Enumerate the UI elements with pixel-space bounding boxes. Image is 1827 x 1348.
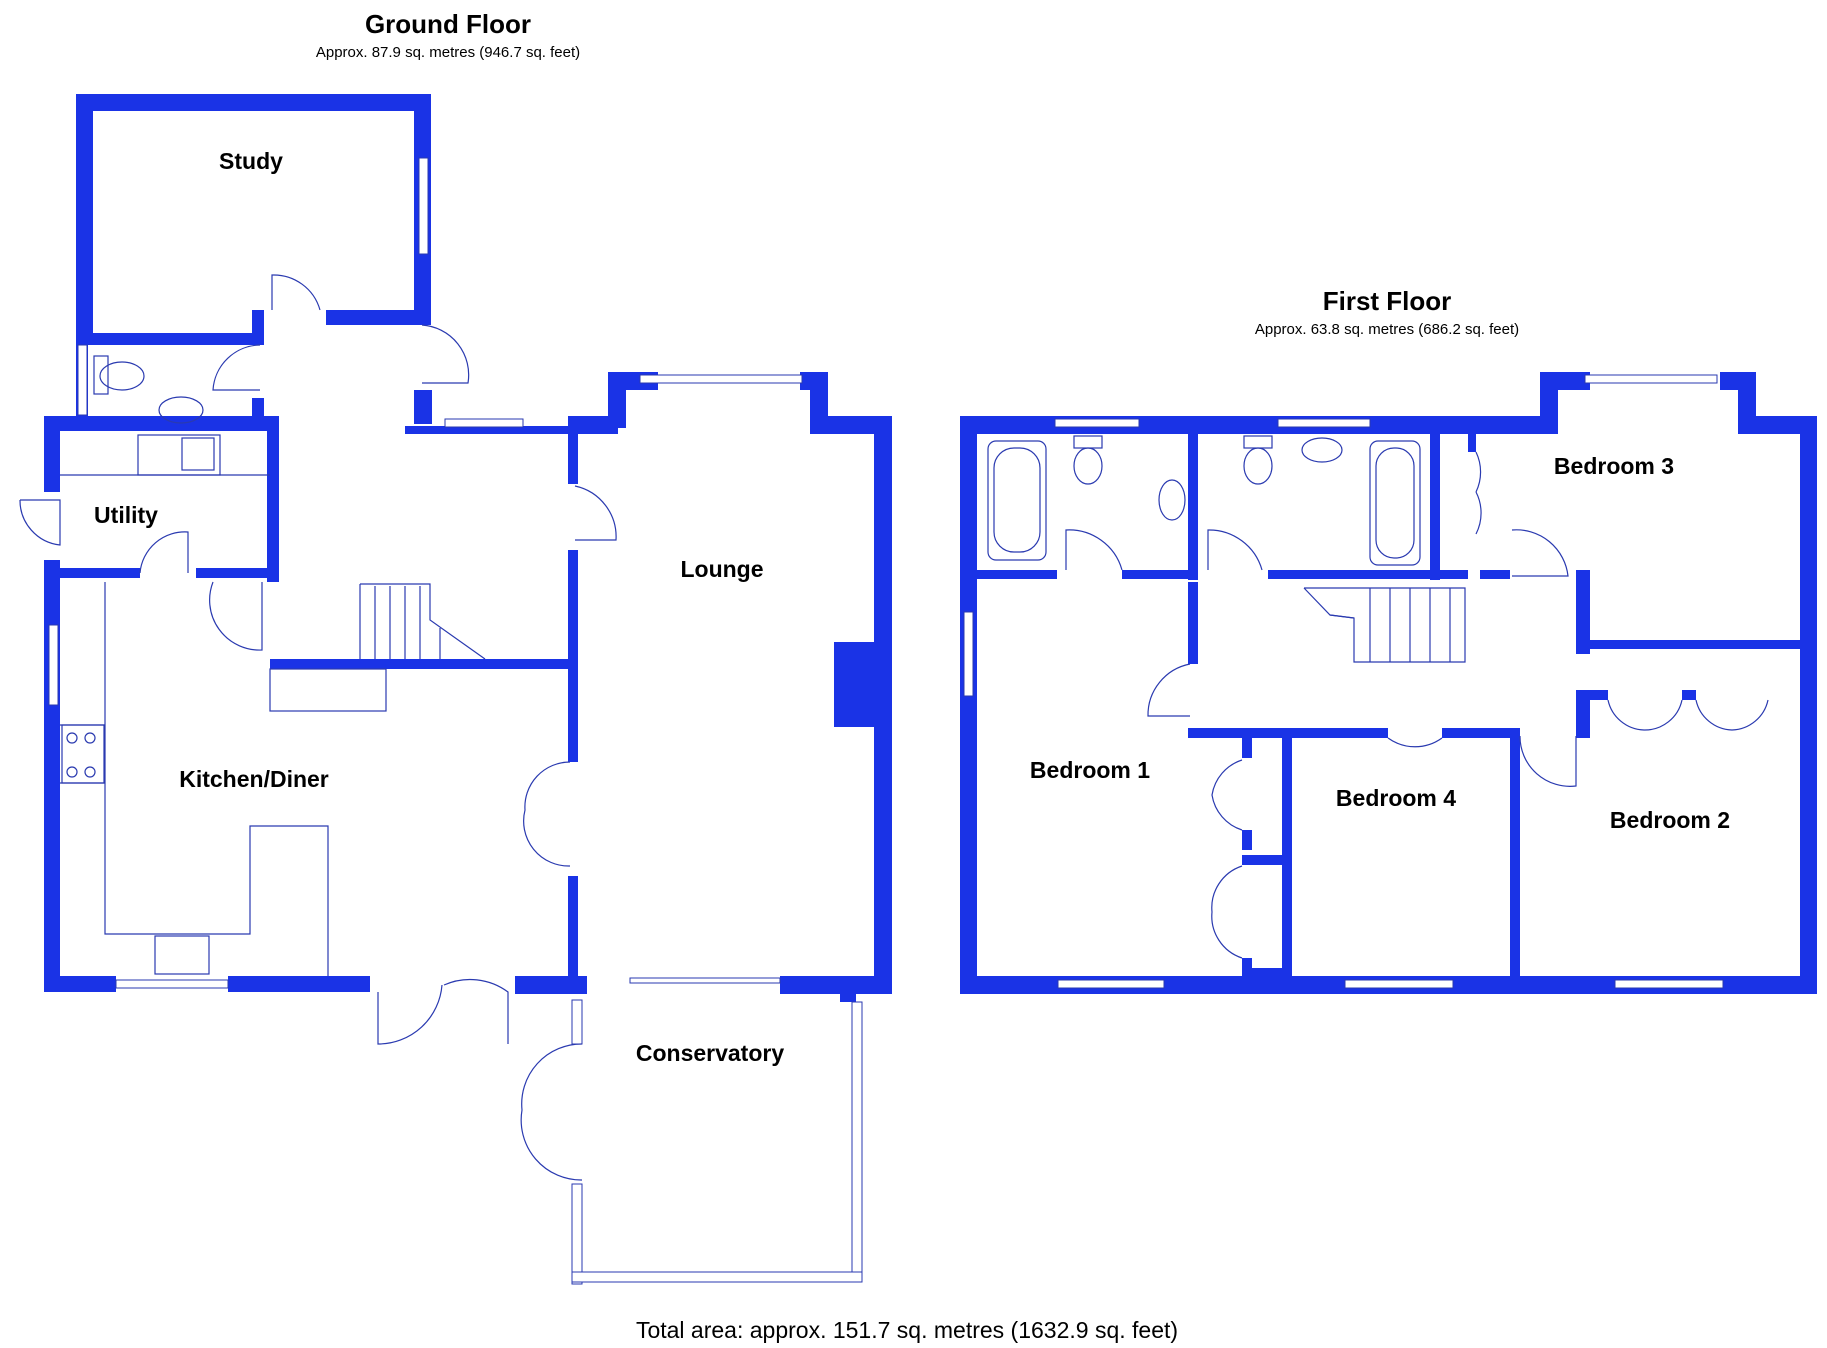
first-floor-walls [960,372,1817,994]
room-label-bedroom-1: Bedroom 1 [1030,757,1150,783]
ground-floor-windows [48,157,863,1285]
ground-floor-walls [44,94,892,1002]
first-floor-doors [1065,451,1769,959]
ground-floor-doors [19,274,617,1181]
total-area: Total area: approx. 151.7 sq. metres (16… [636,1317,1178,1343]
room-label-bedroom-3: Bedroom 3 [1554,453,1674,479]
room-label-bedroom-4: Bedroom 4 [1336,785,1456,811]
ground-floor-area: Approx. 87.9 sq. metres (946.7 sq. feet) [316,44,580,61]
room-label-conservatory: Conservatory [636,1040,784,1066]
room-label-study: Study [219,148,283,174]
room-label-bedroom-2: Bedroom 2 [1610,807,1730,833]
first-floor-fixtures [987,435,1466,663]
first-floor-area: Approx. 63.8 sq. metres (686.2 sq. feet) [1255,321,1519,338]
ground-floor-title: Ground Floor [365,9,531,39]
room-label-kitchen-diner: Kitchen/Diner [179,766,329,792]
room-label-lounge: Lounge [680,556,763,582]
ground-floor-fixtures [60,355,486,976]
first-floor-windows [963,374,1724,989]
first-floor-title: First Floor [1323,286,1452,316]
room-label-utility: Utility [94,502,158,528]
